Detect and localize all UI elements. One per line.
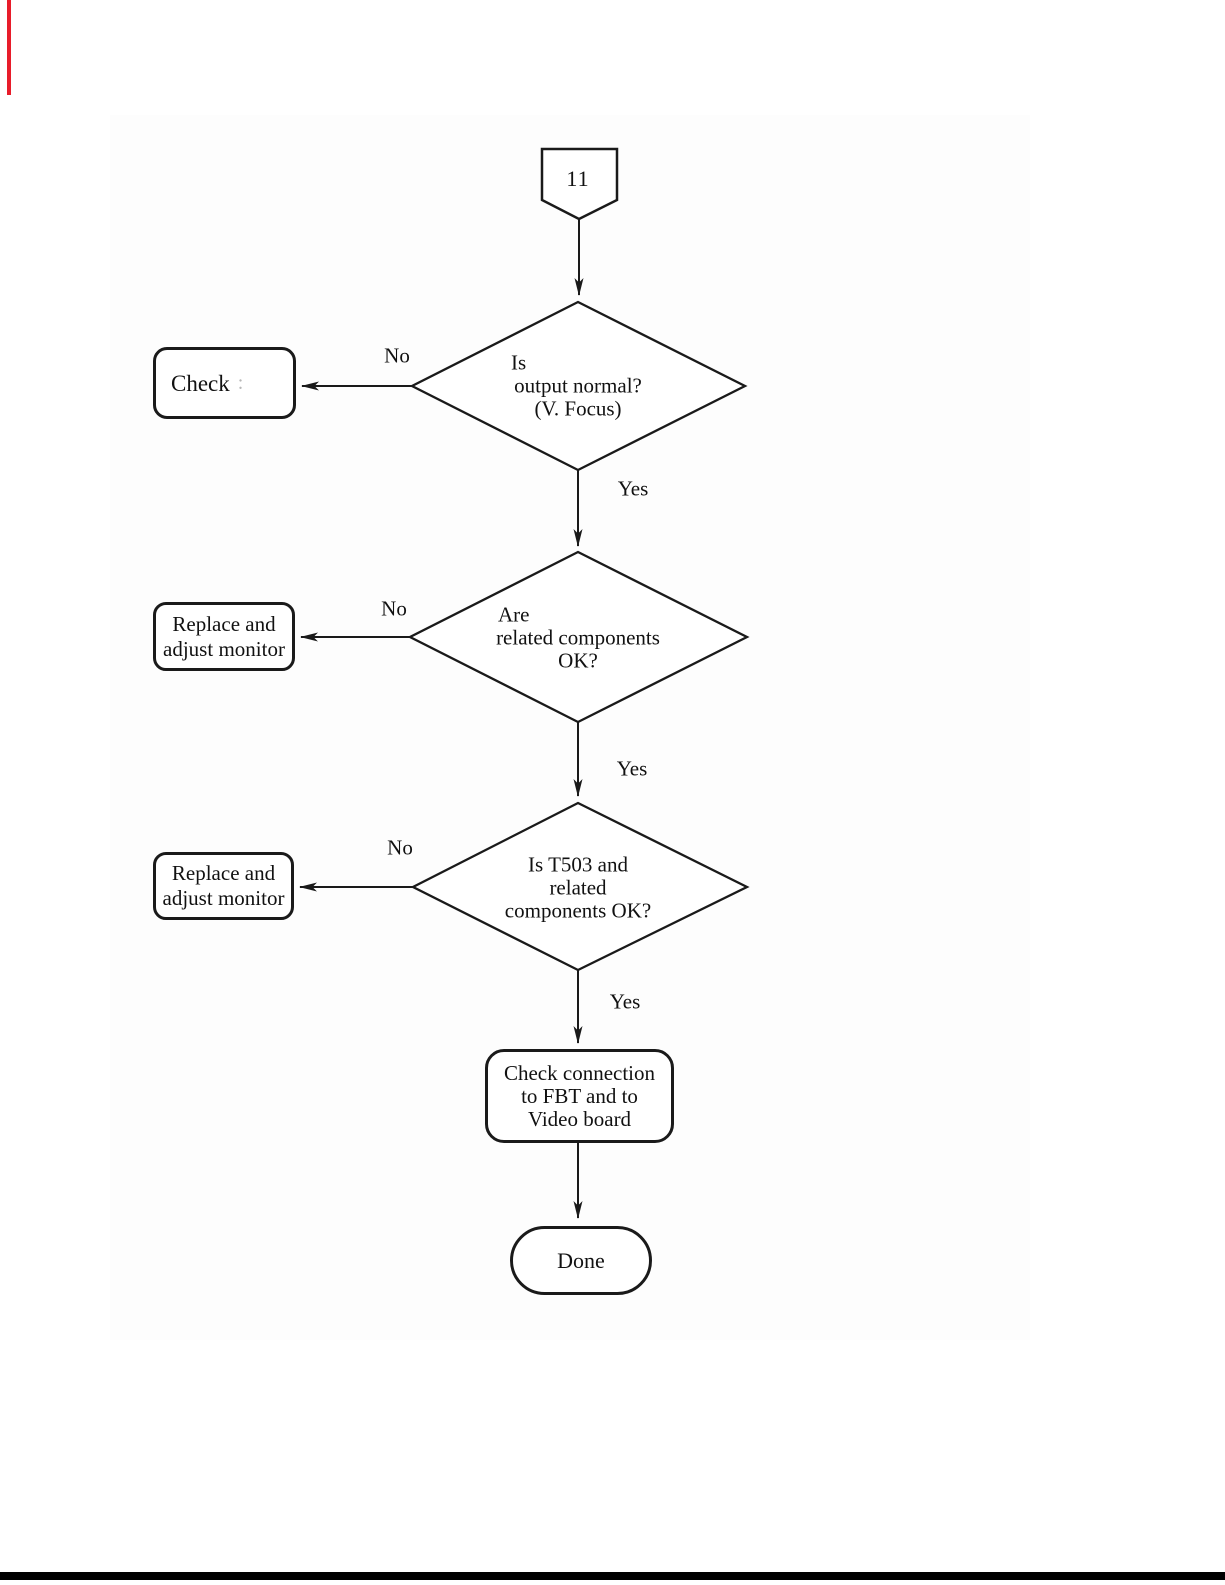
offpage-connector-label: 11 [566, 166, 590, 191]
decision1-text: Is output normal? (V. Focus) [503, 350, 653, 421]
decision2-no-label: No [381, 596, 407, 621]
done-label: Done [557, 1248, 605, 1273]
replace-monitor-box-1: Replace and adjust monitor [153, 602, 295, 671]
decision2-line3: OK? [558, 648, 598, 673]
decision3-line1: Is T503 and [528, 852, 628, 877]
connection-line2: to FBT and to [521, 1083, 638, 1108]
decision1-line1: Is [511, 350, 527, 375]
connection-line1: Check connection [503, 1060, 656, 1085]
check-action-faint-mark: : [237, 371, 244, 394]
red-scan-mark [7, 0, 11, 95]
offpage-connector-shape [540, 147, 619, 221]
decision1-no-label: No [384, 343, 410, 368]
decision3-text: Is T503 and related components OK? [490, 852, 666, 923]
decision2-text: Are related components OK? [490, 602, 666, 673]
page-bottom-rule [0, 1572, 1225, 1580]
done-terminal-oval: Done [510, 1226, 652, 1295]
decision2-line2: related components [496, 625, 660, 650]
decision3-diamond [410, 801, 750, 972]
decision1-line3: (V. Focus) [534, 396, 622, 421]
replace2-line2: adjust monitor [162, 886, 285, 910]
check-connection-box: Check connection to FBT and to Video boa… [485, 1049, 674, 1143]
decision2-line1: Are [498, 602, 530, 627]
decision2-diamond [407, 550, 750, 724]
check-action-label: Check [171, 370, 230, 396]
replace1-line2: adjust monitor [163, 636, 285, 661]
decision3-line3: components OK? [504, 898, 652, 923]
decision1-diamond [409, 300, 748, 472]
replace1-line1: Replace and [172, 611, 276, 636]
connection-line3: Video board [527, 1106, 632, 1131]
check-action-box: Check : [153, 347, 296, 419]
decision1-line2: output normal? [514, 373, 642, 398]
decision3-no-label: No [387, 835, 413, 860]
decision3-line2: related [549, 875, 607, 900]
replace2-line1: Replace and [171, 861, 276, 885]
replace-monitor-box-2: Replace and adjust monitor [153, 852, 294, 920]
decision3-yes-label: Yes [609, 989, 641, 1014]
decision2-yes-label: Yes [616, 756, 648, 781]
decision1-yes-label: Yes [617, 476, 649, 501]
